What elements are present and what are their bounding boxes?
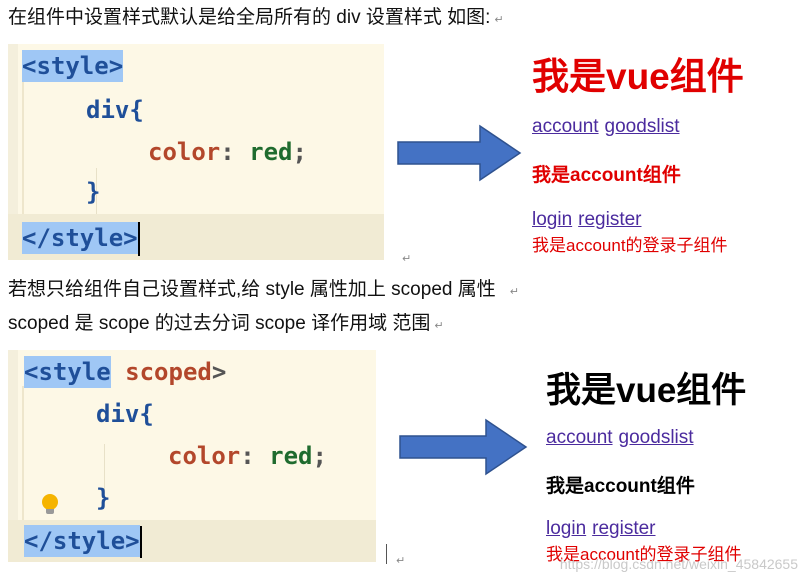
register-link[interactable]: register	[592, 518, 656, 539]
code-line-selector: div{	[96, 400, 154, 428]
demo-child-text: 我是account的登录子组件	[532, 236, 728, 255]
text-cursor	[386, 544, 387, 564]
demo-child-text: 我是account的登录子组件	[546, 545, 742, 564]
code-line-open: <style>	[22, 50, 124, 82]
goodslist-link[interactable]: goodslist	[618, 427, 694, 448]
demo-subtitle: 我是account组件	[546, 476, 695, 497]
account-link[interactable]: account	[546, 427, 613, 448]
demo-subtitle: 我是account组件	[532, 165, 681, 186]
code-line-selector: div{	[86, 96, 144, 124]
paragraph-intro: 在组件中设置样式默认是给全局所有的 div 设置样式 如图:↵	[8, 7, 504, 28]
paragraph-mark: ↵	[434, 320, 444, 332]
watermark: https://blog.csdn.net/weixin_45842655	[559, 556, 798, 572]
code-block-global: <style> div{ color: red; } </style>	[8, 44, 384, 260]
code-line-close-brace: }	[86, 178, 101, 206]
code-line-rule: color: red;	[168, 442, 327, 470]
login-link[interactable]: login	[546, 518, 587, 539]
code-line-rule: color: red;	[148, 138, 307, 166]
right-arrow-icon	[399, 418, 528, 476]
lightbulb-icon[interactable]	[42, 494, 58, 514]
text-caret	[139, 526, 142, 558]
code-line-close: </style>	[8, 520, 376, 562]
paragraph-scope-meaning: scoped 是 scope 的过去分词 scope 译作用域 范围↵	[8, 313, 444, 334]
paragraph-mark: ↵	[509, 286, 519, 298]
register-link[interactable]: register	[578, 209, 642, 230]
code-block-scoped: <style scoped> div{ color: red; } </styl…	[8, 350, 376, 562]
login-link[interactable]: login	[532, 209, 573, 230]
code-line-open: <style scoped>	[24, 356, 227, 388]
code-line-close-brace: }	[96, 484, 111, 512]
right-arrow-icon	[397, 124, 522, 182]
text-caret	[137, 222, 140, 256]
paragraph-mark: ↵	[494, 14, 504, 26]
account-link[interactable]: account	[532, 116, 599, 137]
code-line-close: </style>	[8, 214, 384, 260]
demo-title: 我是vue组件	[546, 371, 747, 410]
demo-title: 我是vue组件	[532, 56, 744, 97]
goodslist-link[interactable]: goodslist	[604, 116, 680, 137]
paragraph-scoped: 若想只给组件自己设置样式,给 style 属性加上 scoped 属性↵	[8, 279, 519, 300]
